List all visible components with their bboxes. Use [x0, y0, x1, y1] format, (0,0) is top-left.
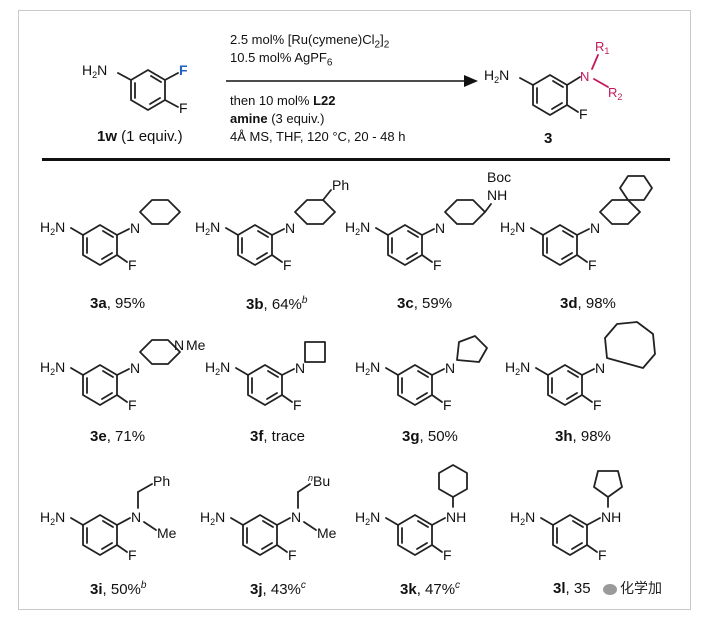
structure-3j: H2N F N nBu Me	[200, 473, 337, 563]
svg-text:Me: Me	[317, 525, 337, 541]
structure-3g: H2N F N	[355, 335, 488, 413]
svg-text:Ph: Ph	[332, 177, 349, 193]
r2-label: R2	[608, 85, 622, 102]
label-3a: 3a, 95%	[90, 295, 146, 312]
svg-text:H2N: H2N	[505, 359, 530, 377]
svg-text:Me: Me	[157, 525, 177, 541]
condition-ligand: then 10 mol% L22	[230, 93, 336, 108]
svg-text:H2N: H2N	[355, 359, 380, 377]
svg-text:N: N	[590, 220, 600, 236]
label-3b: 3b, 64%b	[246, 295, 308, 313]
svg-text:F: F	[443, 547, 452, 563]
svg-text:H2N: H2N	[355, 509, 380, 527]
label-3f: 3f, trace	[250, 428, 306, 445]
condition-solvent-temp: 4Å MS, THF, 120 °C, 20 - 48 h	[230, 129, 406, 144]
svg-text:F: F	[598, 547, 607, 563]
structure-3c: H2N F N NH Boc	[345, 169, 511, 273]
reaction-arrow	[226, 75, 478, 87]
svg-text:Ph: Ph	[153, 473, 170, 489]
svg-text:F: F	[433, 257, 442, 273]
condition-catalyst: 2.5 mol% [Ru(cymene)Cl2]2	[230, 32, 390, 51]
svg-text:H2N: H2N	[484, 67, 509, 85]
wechat-icon	[603, 583, 617, 595]
structure-3d: H2N F N	[500, 175, 653, 273]
svg-text:N: N	[130, 220, 140, 236]
svg-text:F: F	[293, 397, 302, 413]
svg-text:F: F	[579, 106, 588, 122]
svg-text:N: N	[445, 360, 455, 376]
condition-amine: amine (3 equiv.)	[230, 111, 325, 126]
condition-silver-salt: 10.5 mol% AgPF6	[230, 50, 333, 69]
svg-text:N: N	[130, 360, 140, 376]
svg-text:H2N: H2N	[205, 359, 230, 377]
start-label: 1w (1 equiv.)	[97, 128, 183, 145]
label-3k: 3k, 47%c	[400, 580, 461, 598]
svg-text:N: N	[295, 360, 305, 376]
label-3d: 3d, 98%	[560, 295, 616, 312]
svg-text:H2N: H2N	[40, 219, 65, 237]
structure-3f: H2N F N	[205, 341, 326, 413]
svg-text:H2N: H2N	[500, 219, 525, 237]
product-label-3: 3	[544, 130, 553, 147]
structure-3l: H2N F NH	[510, 470, 623, 563]
fluorine-label: F	[179, 100, 188, 116]
label-3g: 3g, 50%	[402, 428, 458, 445]
svg-text:F: F	[443, 397, 452, 413]
svg-text:F: F	[128, 547, 137, 563]
svg-text:F: F	[283, 257, 292, 273]
svg-text:NH: NH	[446, 509, 466, 525]
product-general-3: H2N F N R1 R2	[484, 39, 622, 122]
svg-text:H2N: H2N	[200, 509, 225, 527]
svg-text:F: F	[288, 547, 297, 563]
r1-label: R1	[595, 39, 609, 56]
amino-group-label: H2N	[82, 62, 107, 80]
svg-text:H2N: H2N	[510, 509, 535, 527]
svg-text:F: F	[128, 397, 137, 413]
svg-text:Me: Me	[186, 337, 206, 353]
svg-text:F: F	[593, 397, 602, 413]
structure-3b: H2N F N Ph	[195, 177, 349, 273]
svg-text:N: N	[174, 337, 184, 353]
svg-text:N: N	[291, 509, 301, 525]
svg-text:Boc: Boc	[487, 169, 511, 185]
label-3h: 3h, 98%	[555, 428, 611, 445]
figure-frame	[18, 10, 691, 610]
nitrogen-r-label: N	[580, 69, 589, 84]
label-3l: 3l, 35	[553, 580, 591, 597]
svg-text:F: F	[588, 257, 597, 273]
label-3i: 3i, 50%b	[90, 580, 147, 598]
structure-3i: H2N F N Ph Me	[40, 473, 177, 563]
svg-text:F: F	[128, 257, 137, 273]
svg-text:H2N: H2N	[40, 359, 65, 377]
svg-text:N: N	[435, 220, 445, 236]
structure-3a: H2N F N	[40, 199, 181, 273]
structure-3h: H2N F N	[505, 321, 656, 413]
svg-text:nBu: nBu	[308, 473, 330, 489]
label-3j: 3j, 43%c	[250, 580, 306, 598]
svg-text:H2N: H2N	[40, 509, 65, 527]
fluorine-blue-label: F	[179, 62, 188, 78]
structure-3k: H2N F NH	[355, 464, 468, 563]
svg-text:H2N: H2N	[345, 219, 370, 237]
svg-text:N: N	[595, 360, 605, 376]
label-3c: 3c, 59%	[397, 295, 453, 312]
svg-text:N: N	[131, 509, 141, 525]
svg-text:NH: NH	[601, 509, 621, 525]
svg-text:H2N: H2N	[195, 219, 220, 237]
watermark: 化学加	[600, 578, 665, 598]
svg-text:N: N	[285, 220, 295, 236]
starting-material-1w: H2N F F	[82, 62, 188, 116]
scheme-divider	[42, 158, 670, 161]
svg-text:NH: NH	[487, 187, 507, 203]
label-3e: 3e, 71%	[90, 428, 146, 445]
